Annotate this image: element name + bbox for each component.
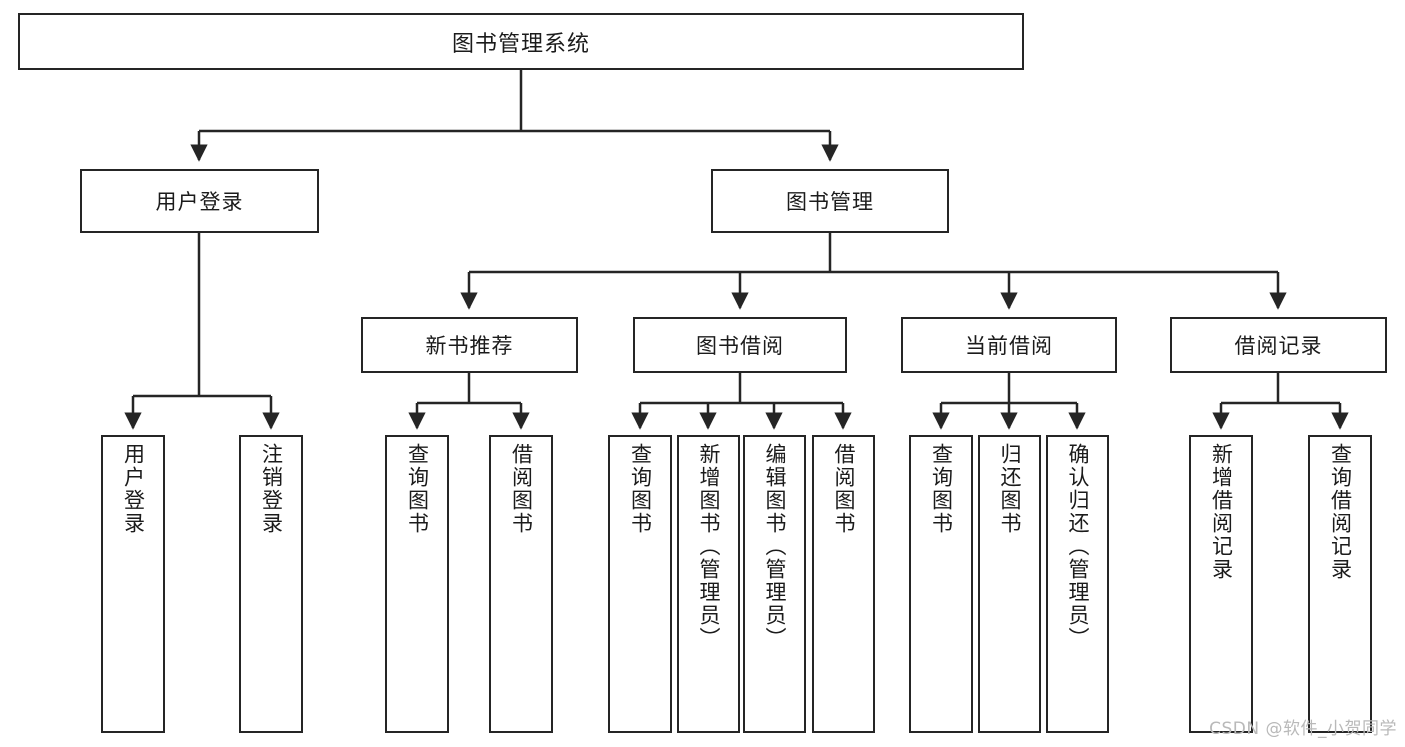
node-label: 借阅记录 <box>1234 334 1323 358</box>
node-label: 图书管理系统 <box>451 31 590 57</box>
node-label: 借阅图书 <box>509 443 534 535</box>
leaf-borrow-add-book-admin[interactable]: 新增图书（管理员） <box>677 435 740 733</box>
leaf-record-query-record[interactable]: 查询借阅记录 <box>1308 435 1372 733</box>
node-label: 查询借阅记录 <box>1328 443 1353 581</box>
node-label: 归还图书 <box>998 443 1022 535</box>
leaf-user-login-signin[interactable]: 用户登录 <box>101 435 165 733</box>
node-borrow-record[interactable]: 借阅记录 <box>1170 317 1387 373</box>
node-label: 注销登录 <box>259 443 284 535</box>
csdn-watermark: CSDN @软件_小贺同学 <box>1209 719 1397 739</box>
node-label: 编辑图书（管理员） <box>763 443 787 650</box>
node-label: 查询图书 <box>929 443 954 535</box>
node-label: 确认归还（管理员） <box>1066 443 1090 650</box>
node-label: 新书推荐 <box>425 334 514 358</box>
leaf-current-query-book[interactable]: 查询图书 <box>909 435 973 733</box>
leaf-borrow-borrow-book[interactable]: 借阅图书 <box>812 435 875 733</box>
leaf-current-confirm-return-admin[interactable]: 确认归还（管理员） <box>1046 435 1109 733</box>
node-root-system[interactable]: 图书管理系统 <box>18 13 1024 70</box>
leaf-record-add-record[interactable]: 新增借阅记录 <box>1189 435 1253 733</box>
node-label: 用户登录 <box>155 190 244 214</box>
node-label: 用户登录 <box>121 443 146 535</box>
node-new-book-recommend[interactable]: 新书推荐 <box>361 317 578 373</box>
node-label: 图书管理 <box>786 190 874 214</box>
node-label: 图书借阅 <box>696 334 784 358</box>
node-label: 当前借阅 <box>965 334 1053 358</box>
leaf-current-return-book[interactable]: 归还图书 <box>978 435 1041 733</box>
node-label: 查询图书 <box>405 443 430 535</box>
node-label: 查询图书 <box>628 443 653 535</box>
node-user-login[interactable]: 用户登录 <box>80 169 319 233</box>
node-current-borrow[interactable]: 当前借阅 <box>901 317 1117 373</box>
leaf-user-login-signout[interactable]: 注销登录 <box>239 435 303 733</box>
node-book-management[interactable]: 图书管理 <box>711 169 949 233</box>
leaf-borrow-query-book[interactable]: 查询图书 <box>608 435 672 733</box>
node-label: 借阅图书 <box>832 443 856 535</box>
leaf-recommend-borrow-book[interactable]: 借阅图书 <box>489 435 553 733</box>
leaf-recommend-query-book[interactable]: 查询图书 <box>385 435 449 733</box>
leaf-borrow-edit-book-admin[interactable]: 编辑图书（管理员） <box>743 435 806 733</box>
node-label: 新增图书（管理员） <box>697 443 721 650</box>
node-book-borrow[interactable]: 图书借阅 <box>633 317 847 373</box>
node-label: 新增借阅记录 <box>1209 443 1234 581</box>
